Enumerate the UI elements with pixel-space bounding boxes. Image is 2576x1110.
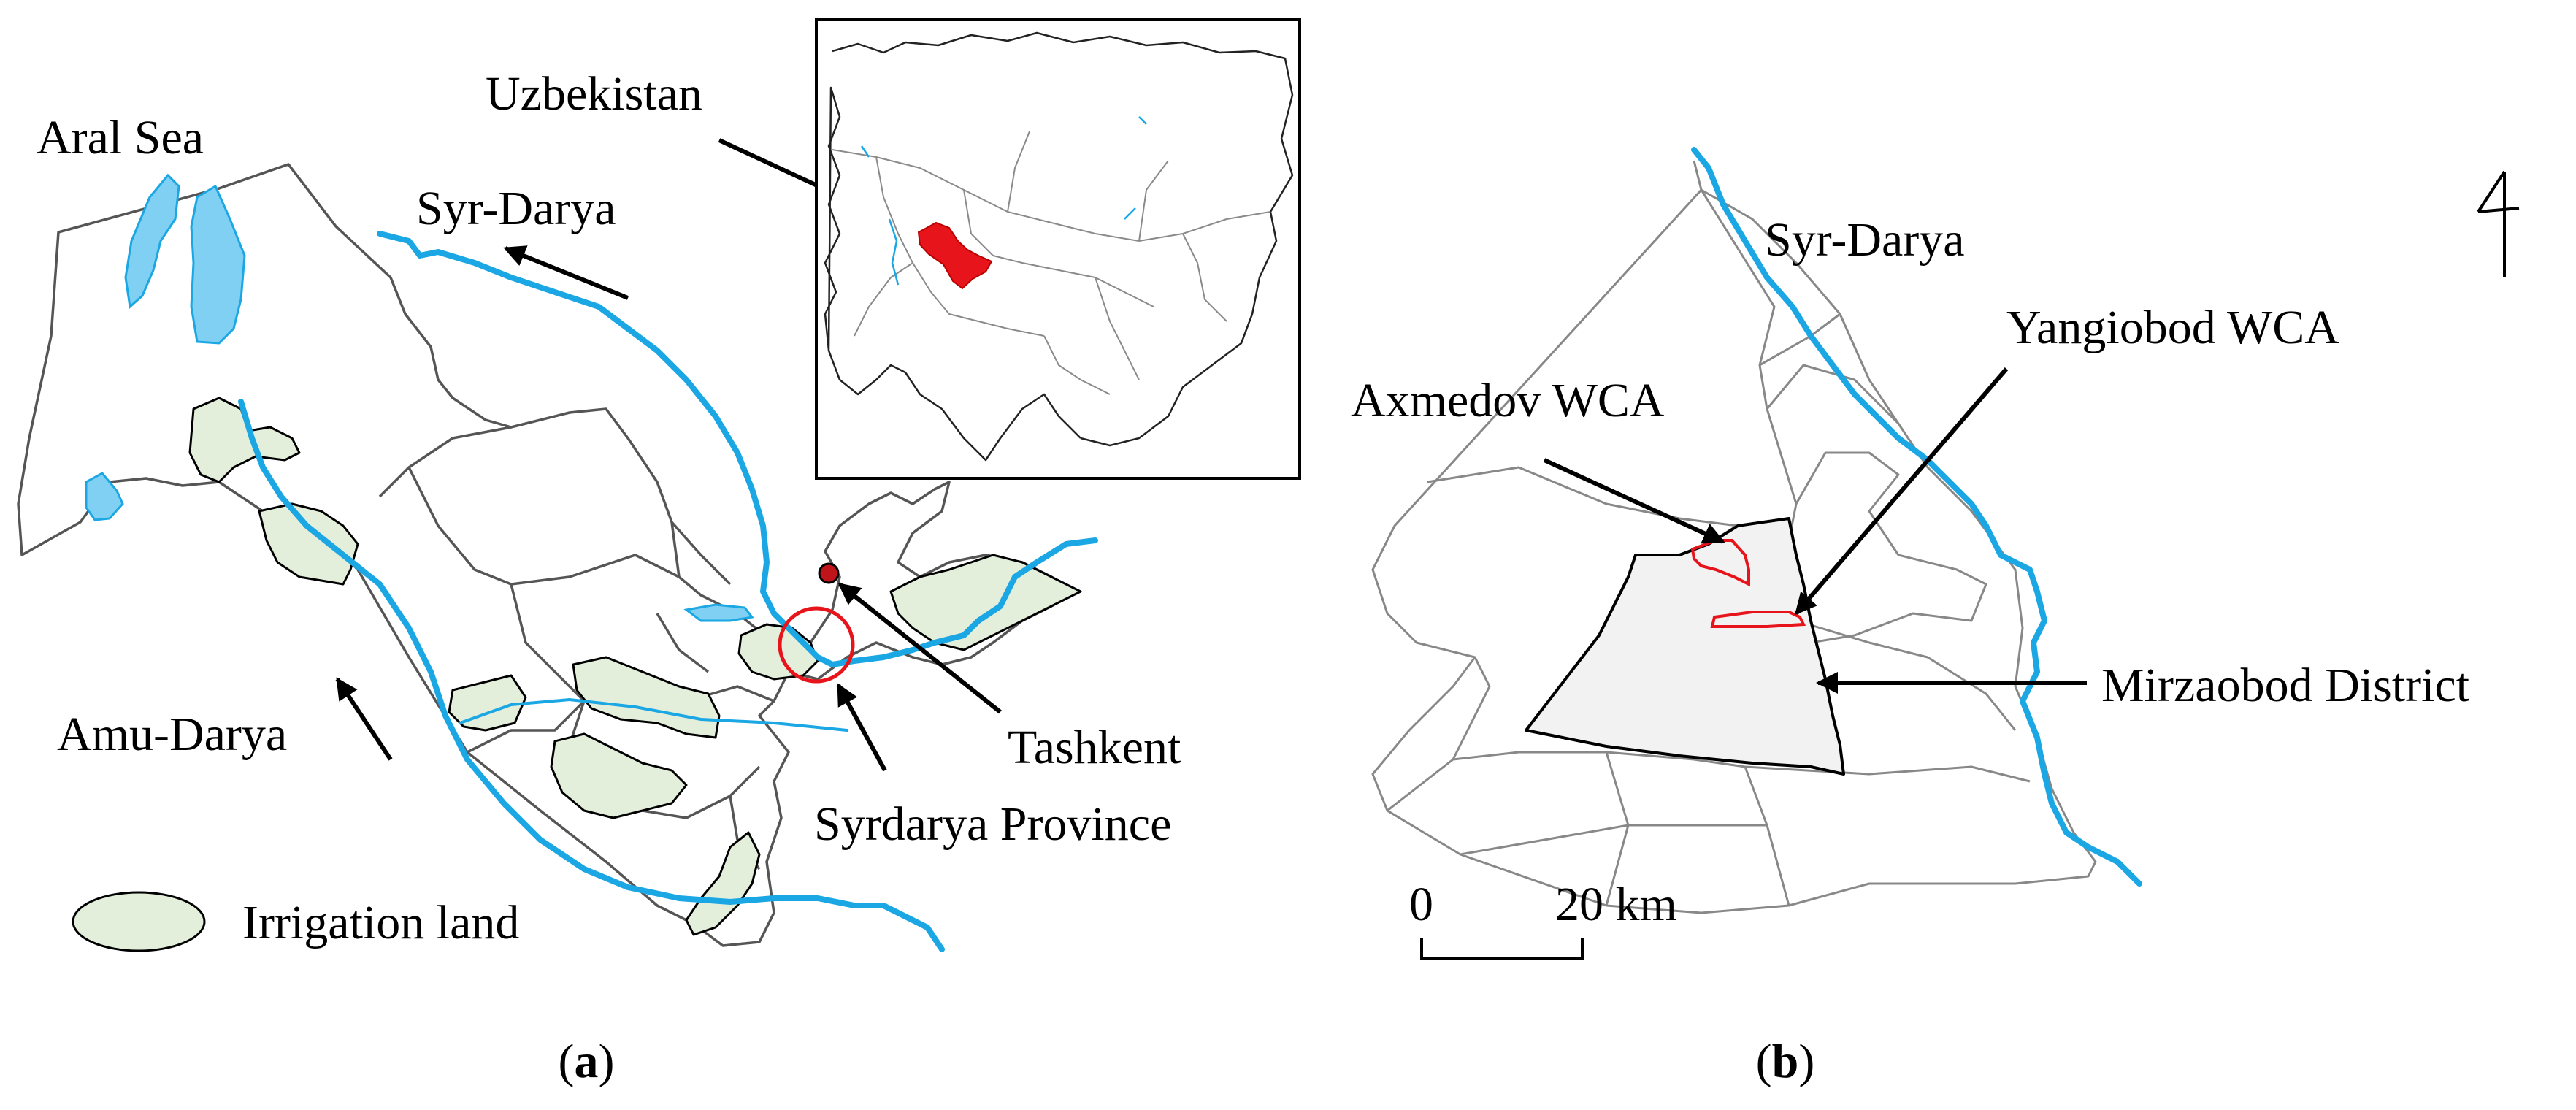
mirzaobod-district: [1525, 517, 1845, 776]
amu-darya-label: Amu-Darya: [57, 708, 287, 761]
amu-darya-arrow: [335, 677, 393, 761]
zarafshan-river: [459, 698, 848, 732]
syr-darya-arrow: [503, 245, 629, 300]
irrigation-land-kashkadarya: [550, 732, 688, 819]
inset-frame: [815, 18, 1301, 480]
axmedov-wca: [1690, 539, 1750, 587]
scale-start-label: 0: [1409, 878, 1433, 931]
axmedov-wca-arrow: [1543, 458, 1725, 544]
uzbekistan-outline: [17, 163, 790, 947]
inset-map: [815, 18, 1301, 480]
legend: Irrigation land: [72, 891, 519, 952]
inset-caspian-sea: [860, 116, 1147, 286]
scale-bar: 0 20 km: [1409, 878, 1677, 960]
uzbekistan-label: Uzbekistan: [486, 67, 702, 120]
aral-sea-lake-east: [190, 184, 246, 345]
irrigation-land-syrdarya: [737, 623, 819, 681]
yangiobod-wca: [1710, 610, 1806, 628]
yangiobod-wca-label: Yangiobod WCA: [2006, 301, 2339, 354]
tashkent-arrow: [837, 582, 1002, 714]
syr-darya-label-a: Syr-Darya: [416, 182, 616, 235]
aral-sea-lake-west: [124, 173, 180, 309]
syrdarya-province-circle: [778, 606, 855, 684]
legend-irrigation-label: Irrigation land: [242, 896, 519, 949]
tashkent-label: Tashkent: [1008, 721, 1181, 774]
irrigation-land-bukhara: [448, 674, 527, 732]
syrdarya-province-label: Syrdarya Province: [814, 797, 1171, 851]
tashkent-marker: [818, 562, 840, 584]
syr-darya-river-b: [1691, 147, 2142, 887]
north-arrow-icon: [2477, 170, 2520, 278]
inset-coastline: [824, 31, 1294, 462]
sarykamysh-lake: [85, 472, 124, 521]
aral-sea-label: Aral Sea: [37, 111, 204, 164]
syr-darya-label-b: Syr-Darya: [1765, 213, 1965, 267]
inset-country-borders: [832, 131, 1271, 395]
irrigation-land-zarafshan: [572, 656, 721, 739]
aydarkul-lake: [683, 603, 754, 622]
uzbekistan-highlight: [917, 221, 993, 290]
panel-b-caption: (b): [1756, 1035, 1815, 1088]
yangiobod-wca-arrow: [1794, 367, 2009, 616]
panel-a: Aral Sea Syr-Darya Uzbekistan Amu-Darya …: [17, 18, 1301, 1088]
axmedov-wca-label: Axmedov WCA: [1351, 374, 1665, 427]
scale-bar-line: [1420, 938, 1584, 960]
scale-end-label: 20 km: [1555, 878, 1677, 931]
irrigation-land-surkhandarya: [685, 831, 761, 936]
irrigation-land-karakalpak: [258, 502, 359, 586]
mirzaobod-district-label: Mirzaobod District: [2101, 659, 2469, 712]
panel-b: 0 20 km Syr-Darya Yangiobod WCA Axmedov …: [1351, 147, 2520, 1088]
amu-darya-river: [238, 399, 945, 952]
syrdarya-province-arrow: [836, 683, 887, 772]
syr-darya-river: [377, 231, 1098, 667]
panel-a-caption: (a): [559, 1035, 615, 1088]
legend-irrigation-swatch: [72, 891, 206, 952]
irrigation-land-fergana: [889, 554, 1082, 651]
